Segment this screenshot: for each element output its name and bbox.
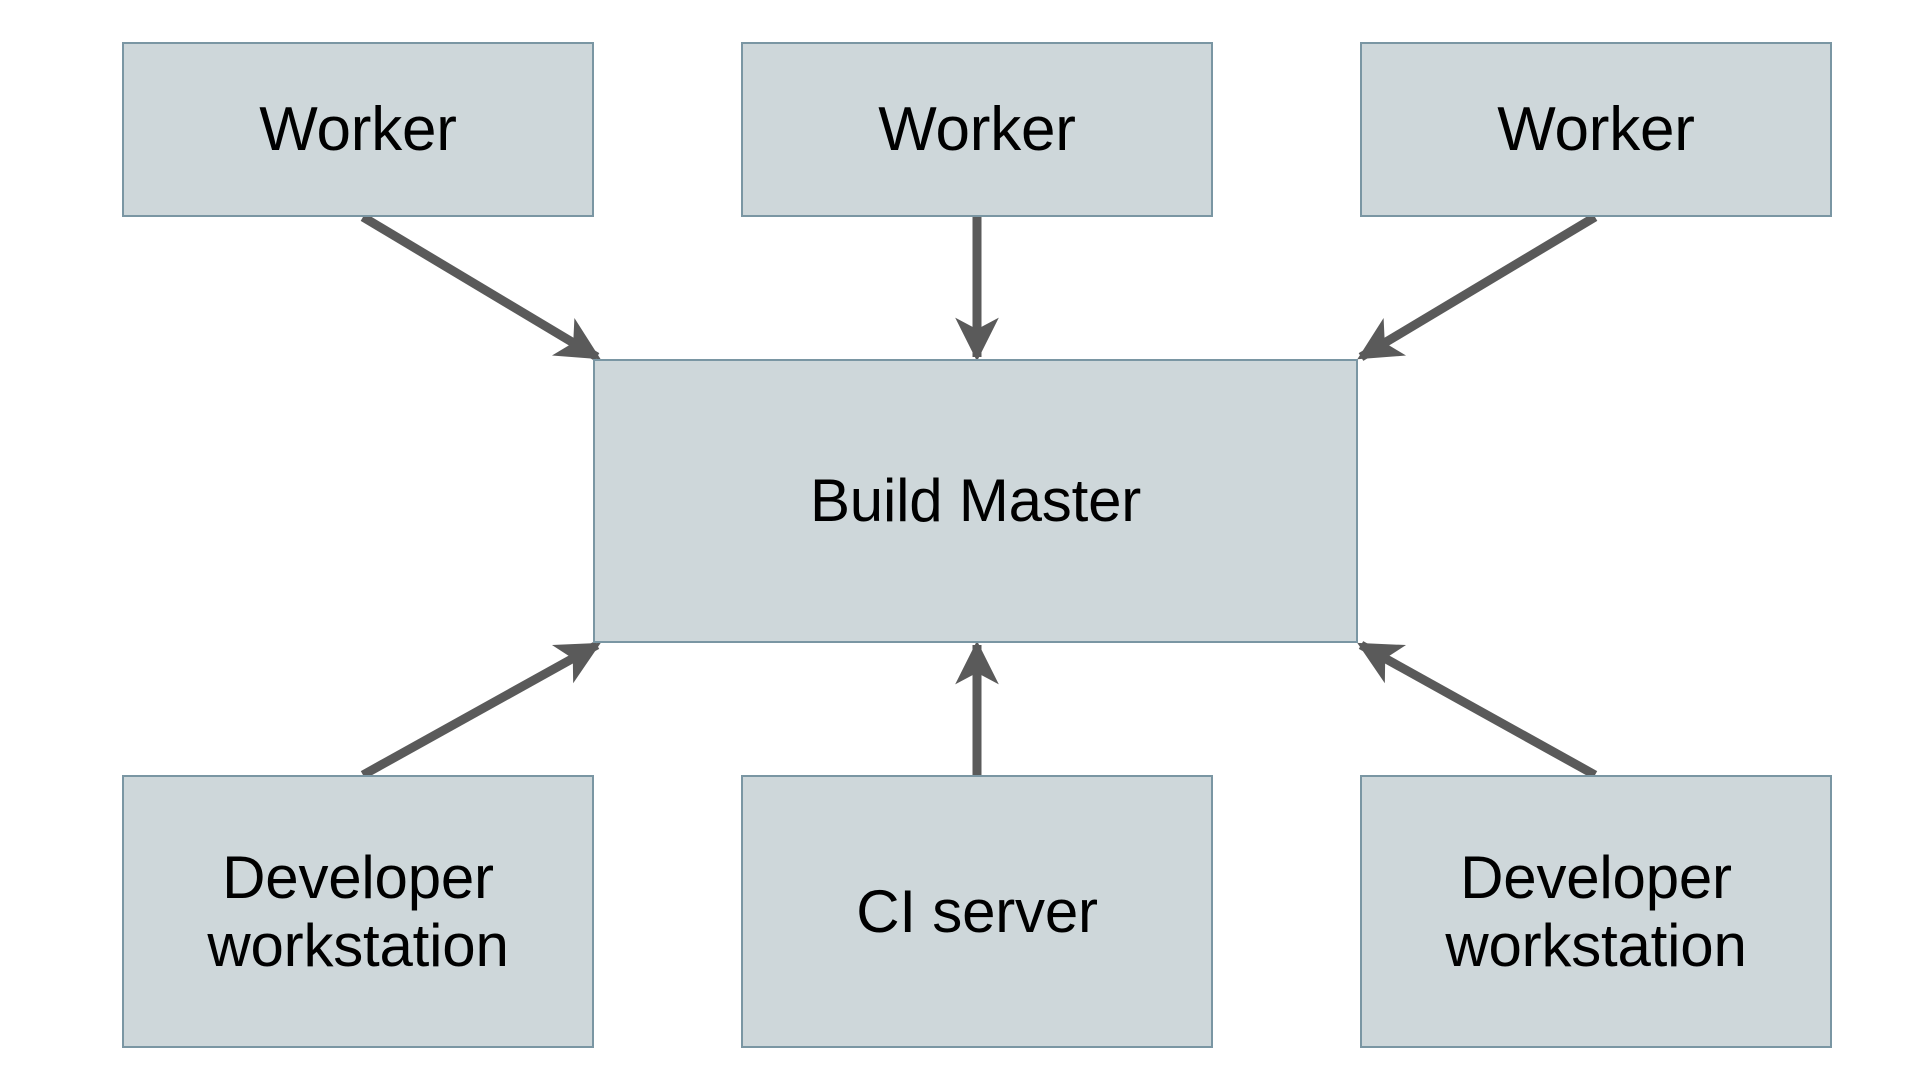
node-ci-server-label: CI server [856,877,1098,945]
node-worker-1[interactable]: Worker [122,42,594,217]
node-worker-3[interactable]: Worker [1360,42,1832,217]
node-worker-2-label: Worker [878,94,1076,164]
edge-dev-workstation-left-to-build-master [360,641,601,779]
node-dev-workstation-right[interactable]: Developer workstation [1360,775,1832,1048]
node-build-master-label: Build Master [809,467,1142,535]
node-build-master[interactable]: Build Master [593,359,1358,643]
edge-worker-3-to-build-master [1357,213,1598,361]
edge-dev-workstation-right-to-build-master [1357,641,1598,779]
node-dev-workstation-left[interactable]: Developer workstation [122,775,594,1048]
node-dev-workstation-left-label: Developer workstation [207,844,509,979]
node-worker-1-label: Worker [259,94,457,164]
node-worker-2[interactable]: Worker [741,42,1213,217]
node-dev-workstation-right-label: Developer workstation [1445,844,1747,979]
node-worker-3-label: Worker [1497,94,1695,164]
node-ci-server[interactable]: CI server [741,775,1213,1048]
edge-worker-1-to-build-master [360,213,601,361]
